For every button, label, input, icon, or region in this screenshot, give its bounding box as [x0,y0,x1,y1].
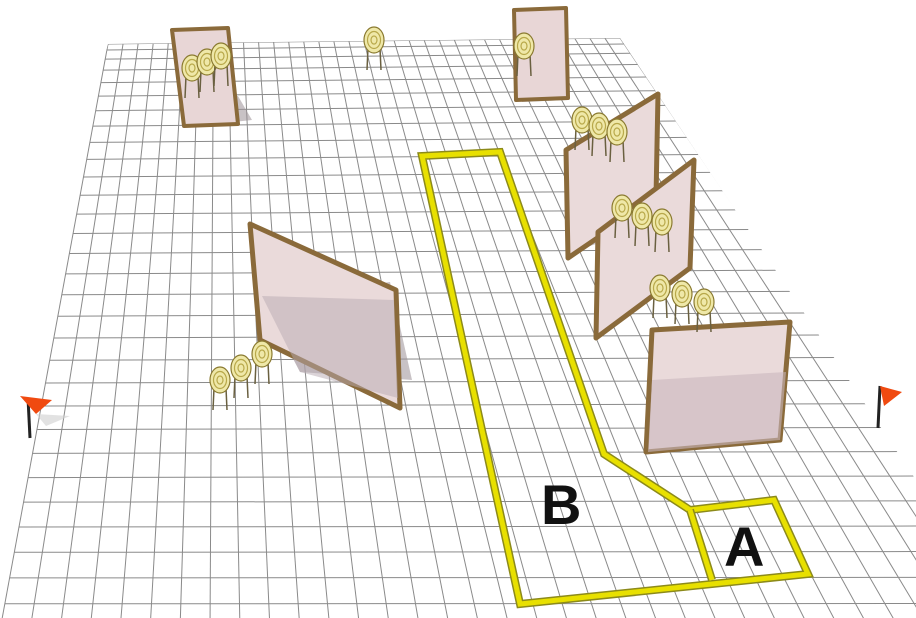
shooting-box-boundary [417,147,814,609]
zone-label-a: A [724,515,764,578]
wall-barrier-front-right [643,319,793,455]
wall-barrier-left-angled [247,221,403,411]
wall-barrier-back-center [512,6,570,102]
flag-icon [876,385,902,429]
wall-barrier-right-2 [593,157,697,341]
flag-icon [20,396,70,439]
zone-label-b: B [541,473,581,536]
